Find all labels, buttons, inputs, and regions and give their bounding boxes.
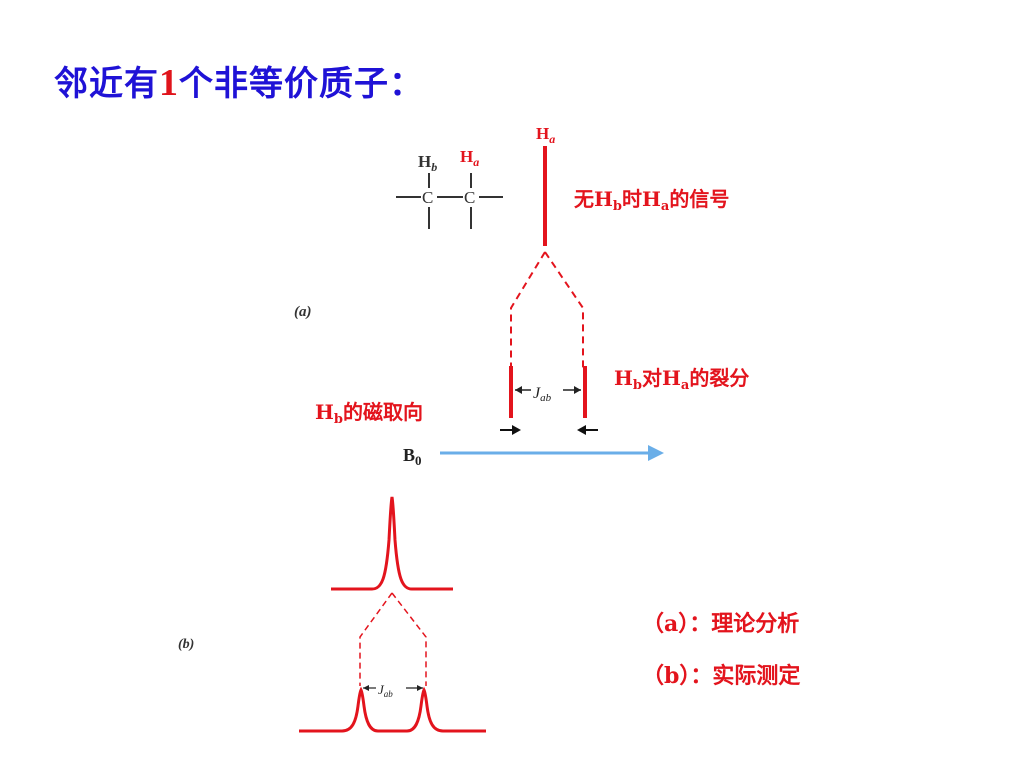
- note-b-experimental: （b）：实际测定: [642, 663, 801, 689]
- spin-arrows: [500, 425, 598, 435]
- j-ab-marker-a: Jab: [515, 385, 581, 404]
- observed-singlet: [331, 496, 453, 591]
- carbon-1: C: [422, 188, 433, 207]
- panel-a-peak-label: Ha: [536, 124, 555, 146]
- panel-a-label: (a): [294, 304, 312, 320]
- molecule-fragment: Hb Ha C C: [396, 147, 503, 229]
- splitting-dashes-a: [510, 251, 584, 368]
- panel-b-label: (b): [178, 637, 194, 652]
- j-ab-marker-b: Jab: [363, 682, 423, 699]
- title-number: 1: [159, 62, 179, 104]
- molecule-hb: Hb: [418, 152, 437, 174]
- observed-doublet: [299, 686, 486, 733]
- j-ab-label-b: Jab: [378, 682, 393, 699]
- annotation-no-hb-signal: 无Hb时Ha的信号: [574, 187, 730, 214]
- title-prefix: 邻近有: [54, 64, 159, 104]
- annotation-hb-splitting: Hb对Ha的裂分: [614, 366, 750, 393]
- b0-arrow-head: [648, 445, 664, 461]
- b0-label: B0: [403, 445, 422, 468]
- carbon-2: C: [464, 188, 475, 207]
- annotation-hb-orientation: Hb的磁取向: [315, 400, 423, 427]
- splitting-dashes-b: [359, 592, 427, 686]
- title-suffix: 个非等价质子：: [179, 64, 424, 104]
- molecule-ha: Ha: [460, 147, 479, 169]
- j-ab-label-a: Jab: [533, 385, 552, 404]
- note-a-theoretical: （a）：理论分析: [642, 611, 800, 637]
- page-title: 邻近有1个非等价质子：: [54, 56, 424, 105]
